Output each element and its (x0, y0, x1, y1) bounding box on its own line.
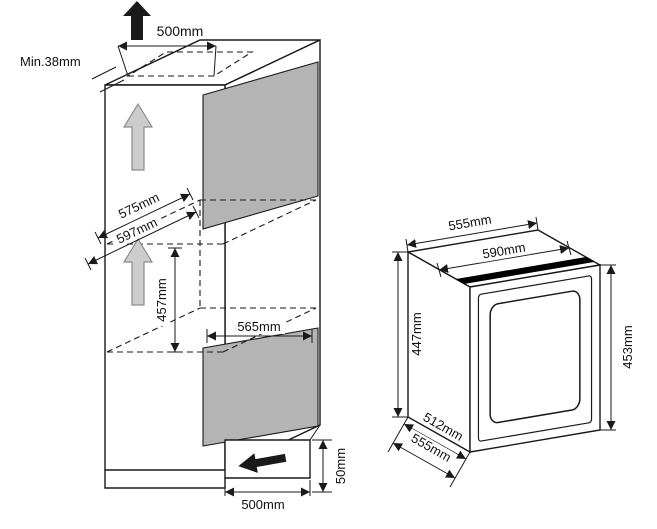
dim-niche-width: 565mm (206, 319, 313, 343)
dim-label: 500mm (152, 23, 208, 39)
door-frame (478, 276, 591, 442)
dim-label: 565mm (233, 319, 285, 334)
dim-label: 500mm (237, 497, 289, 512)
dim-label: 453mm (620, 321, 636, 373)
dim-vent-height: 50mm (312, 439, 349, 493)
dim-label: 457mm (154, 274, 170, 326)
top-clearance-label: 500mm (157, 23, 204, 39)
dim-niche-height: 457mm (154, 247, 182, 353)
vent-height-label: 50mm (333, 448, 348, 484)
dim-label: 447mm (409, 308, 425, 360)
dim-door-width: 590mm (436, 239, 572, 278)
dim-top-clearance: 500mm (117, 23, 217, 77)
airflow-up-arrow-icon (122, 102, 154, 171)
vent-width-label: 500mm (241, 497, 284, 512)
appliance-top-width-label: 555mm (447, 211, 492, 233)
front-height-label: 453mm (620, 325, 635, 368)
door-width-label: 590mm (481, 239, 526, 261)
min-gap-label: Min.38mm (20, 54, 81, 69)
intake-left-arrow-icon (238, 453, 287, 473)
lower-back-panel (202, 327, 319, 447)
exhaust-up-arrow-icon (123, 1, 151, 40)
dim-front-height: 453mm (600, 264, 636, 431)
dim-side-height: 447mm (392, 251, 425, 418)
top-vent-cutout (126, 51, 254, 77)
dim-label: 50mm (333, 443, 349, 489)
door-glass-panel (490, 290, 580, 424)
cabinet-drawing: 500mm Min.38mm 575mm (16, 1, 349, 512)
dim-appliance-top-width: 555mm (405, 211, 539, 253)
appliance-drawing: 555mm 590mm 447mm (387, 211, 636, 487)
niche-width-label: 565mm (237, 319, 280, 334)
dim-label: 555mm (443, 211, 497, 235)
base-vent (104, 424, 321, 489)
door (478, 276, 591, 442)
dim-label: 590mm (477, 239, 531, 263)
niche-height-label: 457mm (154, 278, 169, 321)
dim-min-gap: Min.38mm (16, 53, 125, 93)
side-height-label: 447mm (409, 312, 424, 355)
dim-vent-width: 500mm (224, 480, 311, 512)
upper-back-panel (202, 61, 319, 230)
